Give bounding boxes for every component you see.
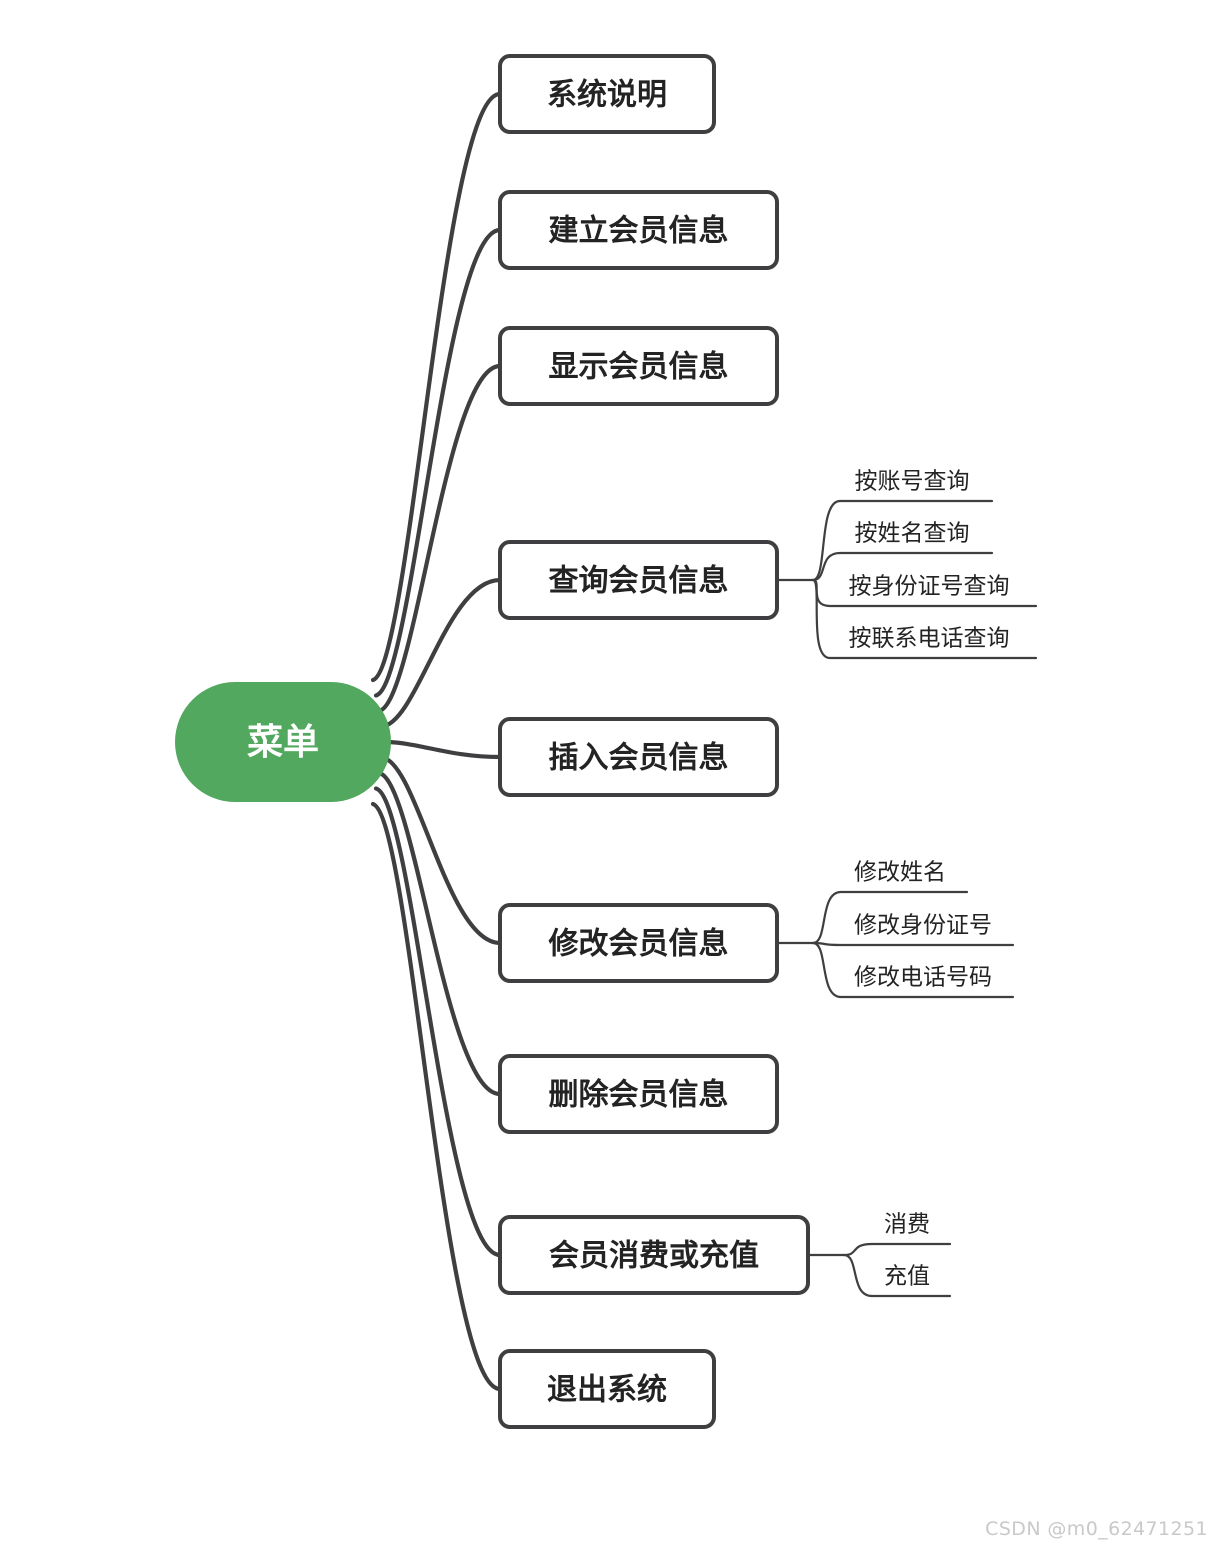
node-box-branch-exit-system: [498, 1349, 716, 1429]
sub-branch-connector-sub-modify-id-number: [811, 941, 1015, 947]
node-label-branch-modify-member: 修改会员信息: [548, 927, 729, 962]
root-node-group: 菜单: [175, 682, 391, 802]
node-label-branch-create-member: 建立会员信息: [549, 214, 729, 249]
branch-connector-branch-insert-member: [382, 739, 503, 760]
sub-node-sub-recharge[interactable]: 充值: [884, 1264, 930, 1290]
node-branch-system-description[interactable]: 系统说明: [498, 54, 716, 134]
sub-node-label-sub-modify-name: 修改姓名: [854, 860, 946, 886]
branch-connector-branch-modify-member: [379, 755, 503, 946]
branch-connector-branch-exit-system: [370, 801, 503, 1392]
sub-node-label-sub-query-by-phone: 按联系电话查询: [849, 626, 1010, 652]
root-node[interactable]: 菜单: [175, 682, 391, 802]
sub-node-label-sub-query-by-name: 按姓名查询: [855, 521, 970, 547]
node-branch-create-member[interactable]: 建立会员信息: [498, 190, 779, 270]
node-box-branch-query-member: [498, 540, 779, 620]
node-branch-exit-system[interactable]: 退出系统: [498, 1349, 716, 1429]
node-branch-delete-member[interactable]: 删除会员信息: [498, 1054, 779, 1134]
watermark-text: CSDN @m0_62471251: [985, 1518, 1208, 1540]
branch-connector-branch-consume-or-recharge: [373, 786, 503, 1258]
node-label-branch-consume-or-recharge: 会员消费或充值: [549, 1239, 759, 1274]
node-box-branch-show-member: [498, 326, 779, 406]
sub-node-label-sub-recharge: 充值: [884, 1264, 930, 1290]
sub-node-sub-modify-id-number[interactable]: 修改身份证号: [854, 913, 992, 939]
sub-node-label-sub-modify-id-number: 修改身份证号: [854, 913, 992, 939]
sub-branch-connector-sub-consume: [842, 1242, 952, 1257]
sub-branch-connector-sub-query-by-account: [811, 499, 994, 582]
sub-node-sub-query-by-account[interactable]: 按账号查询: [855, 469, 970, 495]
node-label-branch-delete-member: 删除会员信息: [549, 1078, 729, 1113]
node-branch-query-member[interactable]: 查询会员信息: [498, 540, 779, 620]
sub-node-sub-query-by-id-number[interactable]: 按身份证号查询: [849, 574, 1010, 600]
sub-node-sub-query-by-name[interactable]: 按姓名查询: [855, 521, 970, 547]
branch-connector-branch-show-member: [376, 363, 503, 714]
node-label-branch-query-member: 查询会员信息: [549, 564, 729, 599]
root-node-label: 菜单: [247, 722, 319, 763]
sub-branch-connector-sub-recharge: [842, 1253, 952, 1298]
sub-branch-connector-sub-query-by-phone: [811, 578, 1038, 660]
node-box-branch-consume-or-recharge: [498, 1215, 810, 1295]
node-label-branch-exit-system: 退出系统: [547, 1373, 667, 1408]
node-box-branch-insert-member: [498, 717, 779, 797]
branch-connector-branch-query-member: [379, 577, 503, 729]
branch-connector-branch-delete-member: [376, 770, 503, 1097]
node-box-branch-modify-member: [498, 903, 779, 983]
sub-node-sub-query-by-phone[interactable]: 按联系电话查询: [849, 626, 1010, 652]
node-label-branch-show-member: 显示会员信息: [549, 350, 729, 385]
branch-connector-branch-create-member: [373, 227, 503, 698]
root-node-shape: [175, 682, 391, 802]
node-label-branch-insert-member: 插入会员信息: [549, 741, 729, 776]
node-label-branch-system-description: 系统说明: [547, 78, 667, 113]
sub-branch-connector-sub-query-by-name: [811, 551, 994, 582]
node-branch-insert-member[interactable]: 插入会员信息: [498, 717, 779, 797]
sub-node-label-sub-consume: 消费: [884, 1212, 930, 1238]
node-box-branch-create-member: [498, 190, 779, 270]
branch-connector-branch-system-description: [370, 91, 503, 683]
sub-node-label-sub-query-by-account: 按账号查询: [855, 469, 970, 495]
node-branch-show-member[interactable]: 显示会员信息: [498, 326, 779, 406]
sub-node-label-sub-modify-phone: 修改电话号码: [854, 965, 992, 991]
node-branch-consume-or-recharge[interactable]: 会员消费或充值: [498, 1215, 810, 1295]
node-box-branch-system-description: [498, 54, 716, 134]
sub-branch-connector-sub-modify-phone: [811, 941, 1015, 999]
sub-node-sub-consume[interactable]: 消费: [884, 1212, 930, 1238]
sub-node-sub-modify-phone[interactable]: 修改电话号码: [854, 965, 992, 991]
node-branch-modify-member[interactable]: 修改会员信息: [498, 903, 779, 983]
node-box-branch-delete-member: [498, 1054, 779, 1134]
branch-connector-group: [370, 91, 503, 1392]
sub-branch-connector-group: [775, 499, 1038, 1298]
sub-node-label-sub-query-by-id-number: 按身份证号查询: [849, 574, 1010, 600]
sub-node-sub-modify-name[interactable]: 修改姓名: [854, 860, 946, 886]
sub-branch-connector-sub-modify-name: [811, 890, 969, 945]
